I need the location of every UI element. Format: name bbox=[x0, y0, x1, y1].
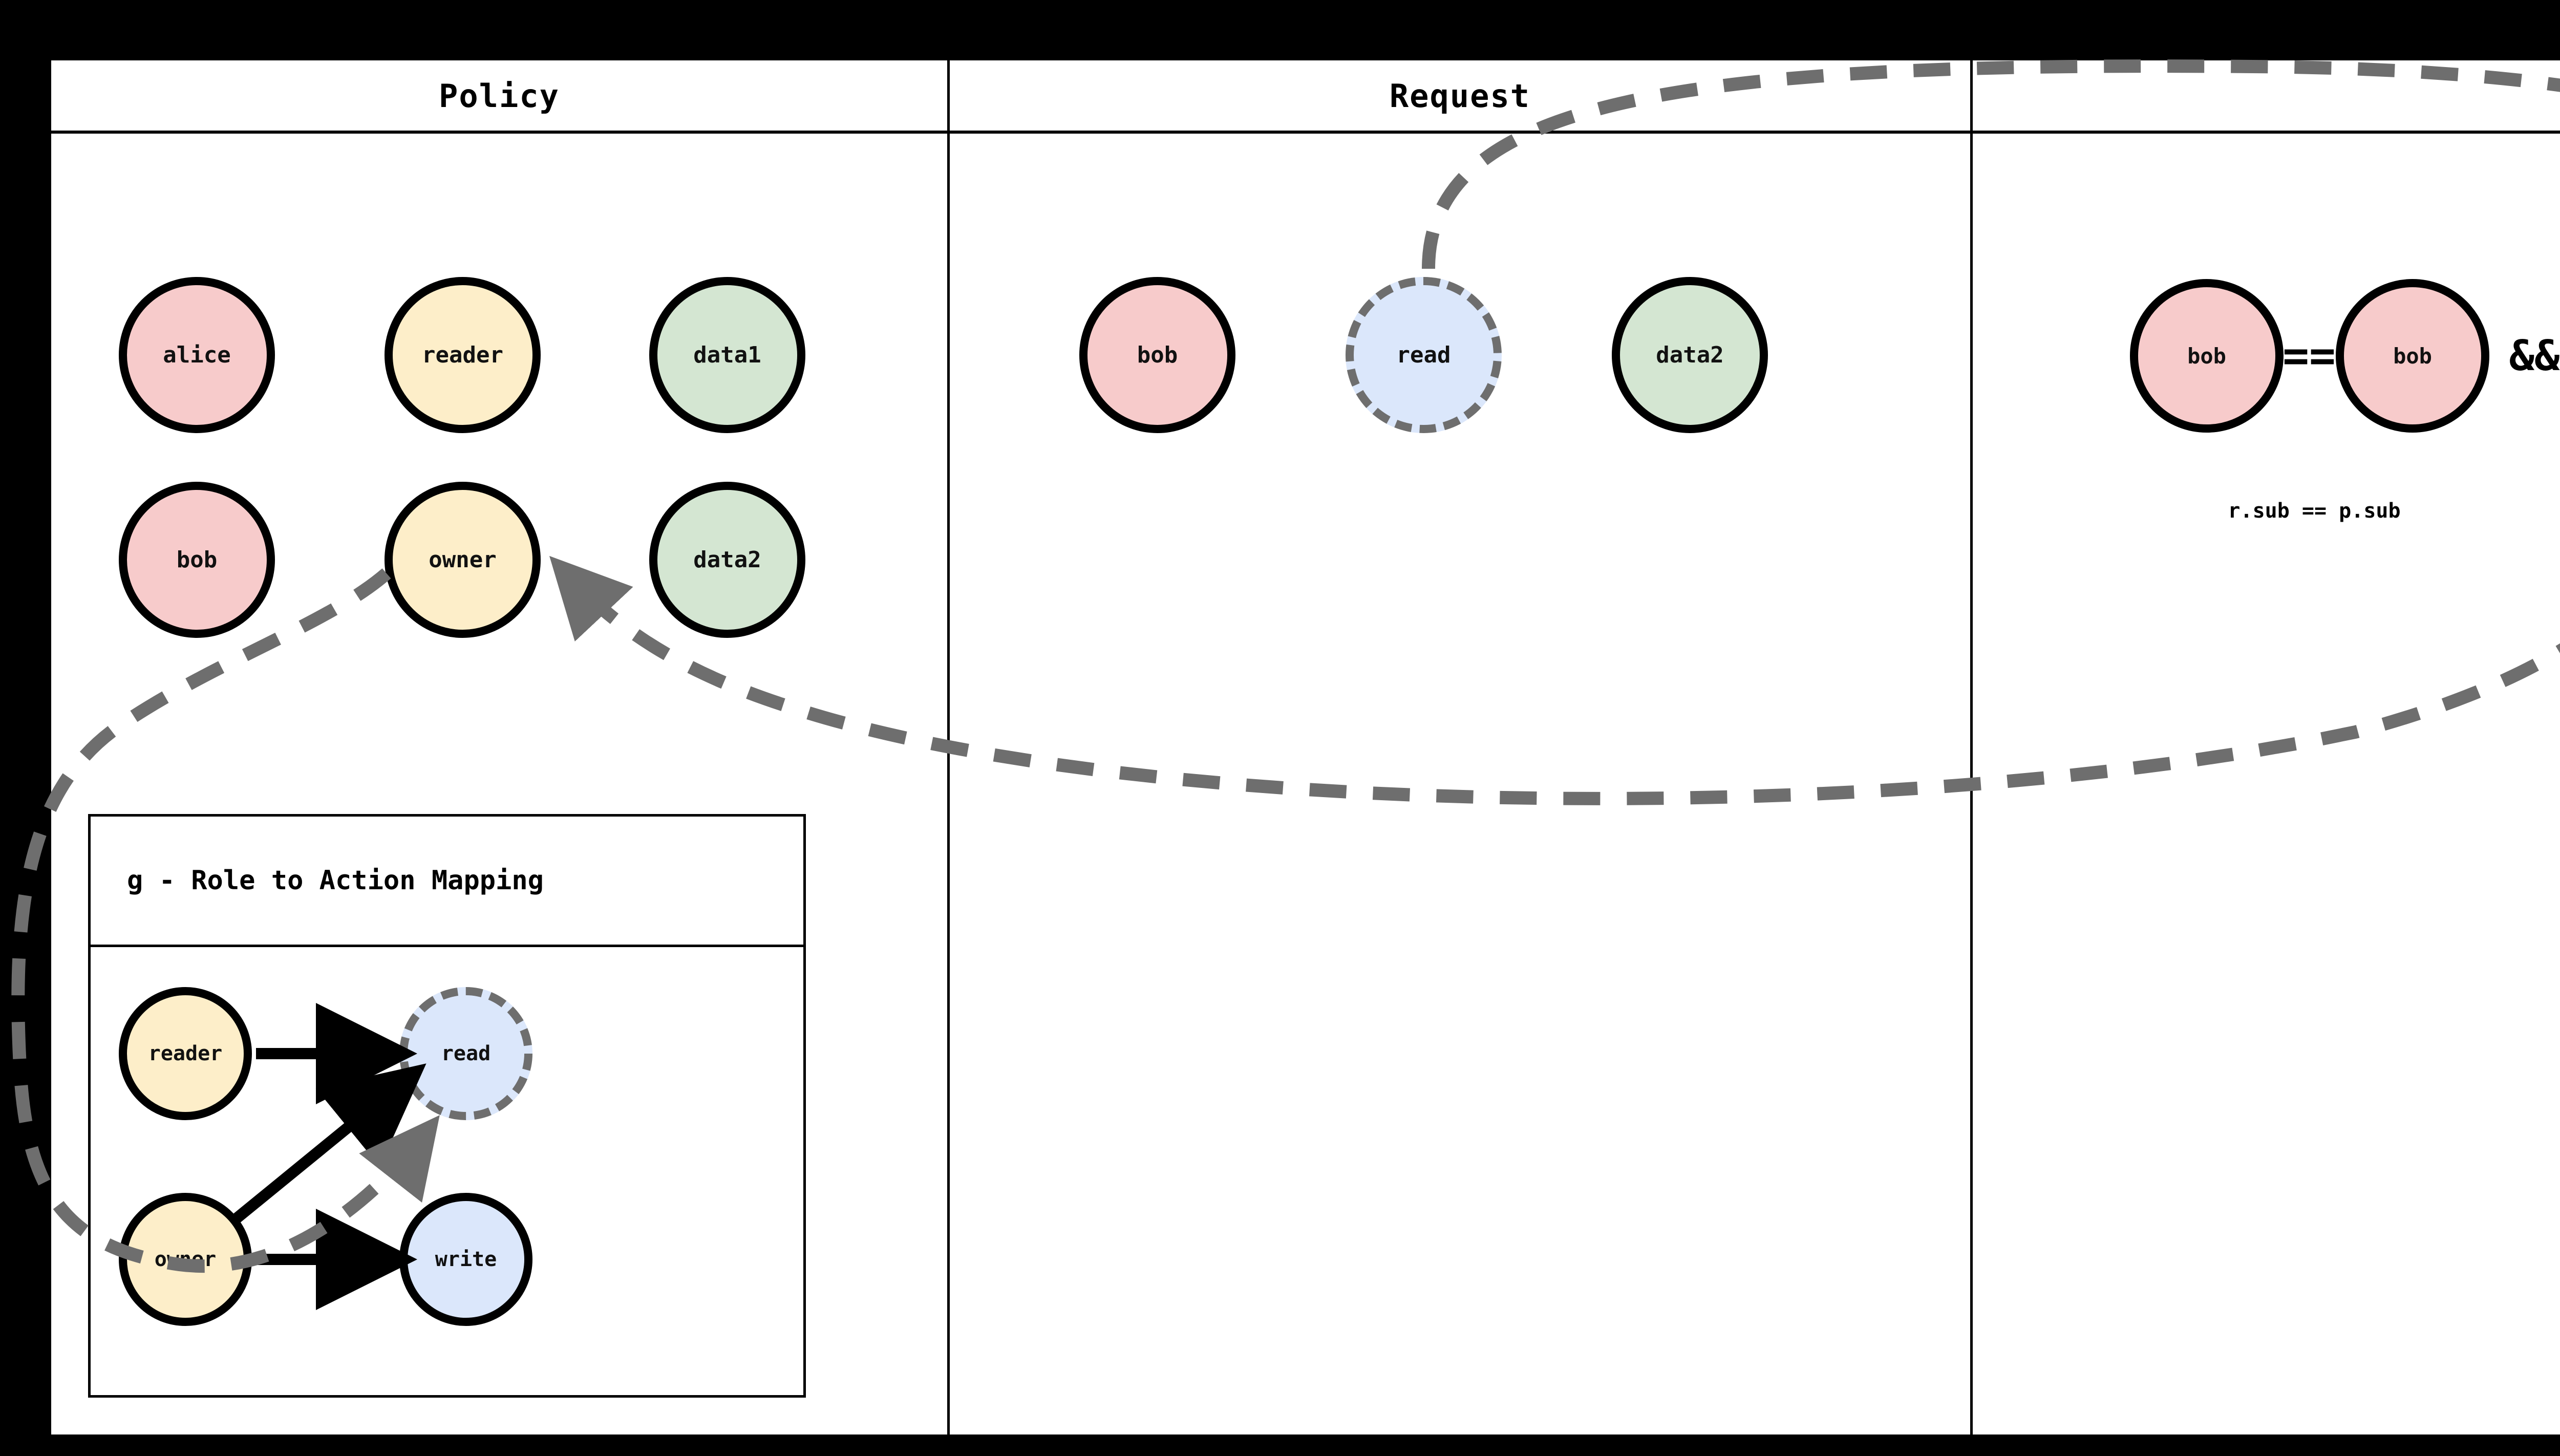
policy-node-data1[interactable]: data1 bbox=[649, 277, 805, 433]
node-label: bob bbox=[176, 547, 218, 573]
policy-node-data2[interactable]: data2 bbox=[649, 482, 805, 638]
node-label: reader bbox=[422, 342, 503, 368]
header-divider bbox=[51, 131, 2560, 134]
policy-node-owner[interactable]: owner bbox=[385, 482, 541, 638]
matching-node-bob-policy[interactable]: bob bbox=[2336, 279, 2489, 433]
node-label: reader bbox=[148, 1042, 223, 1065]
request-node-read[interactable]: read bbox=[1346, 277, 1502, 433]
subgraph-node-read[interactable]: read bbox=[399, 987, 532, 1120]
node-label: alice bbox=[163, 342, 231, 368]
subgraph-title-divider bbox=[88, 945, 806, 947]
node-label: data2 bbox=[1656, 342, 1724, 368]
matching-node-bob-request[interactable]: bob bbox=[2130, 279, 2284, 433]
node-label: bob bbox=[2393, 343, 2432, 369]
node-label: owner bbox=[429, 547, 497, 573]
node-label: data2 bbox=[693, 547, 761, 573]
matching-op-and-g-open: && g( bbox=[2509, 331, 2560, 380]
node-label: write bbox=[435, 1248, 497, 1271]
subgraph-title: g - Role to Action Mapping bbox=[127, 865, 544, 896]
column-divider-2 bbox=[1970, 60, 1973, 1434]
policy-node-reader[interactable]: reader bbox=[385, 277, 541, 433]
column-header-request: Request bbox=[1389, 77, 1531, 115]
matching-op-eq-1: == bbox=[2282, 330, 2336, 381]
subgraph-node-owner[interactable]: owner bbox=[119, 1193, 252, 1326]
column-header-matching: Matching bbox=[1973, 60, 2560, 132]
node-label: bob bbox=[1137, 342, 1178, 368]
matching-caption-sub: r.sub == p.sub bbox=[2228, 499, 2401, 523]
column-divider-1 bbox=[947, 60, 950, 1434]
node-label: owner bbox=[154, 1248, 217, 1271]
column-header-policy: Policy bbox=[439, 77, 560, 115]
node-label: read bbox=[1396, 342, 1451, 368]
policy-node-alice[interactable]: alice bbox=[119, 277, 275, 433]
policy-node-bob[interactable]: bob bbox=[119, 482, 275, 638]
subgraph-node-reader[interactable]: reader bbox=[119, 987, 252, 1120]
request-node-data2[interactable]: data2 bbox=[1612, 277, 1768, 433]
subgraph-node-write[interactable]: write bbox=[399, 1193, 532, 1326]
node-label: read bbox=[441, 1042, 491, 1065]
request-node-bob[interactable]: bob bbox=[1079, 277, 1235, 433]
node-label: data1 bbox=[693, 342, 761, 368]
node-label: bob bbox=[2187, 343, 2226, 369]
